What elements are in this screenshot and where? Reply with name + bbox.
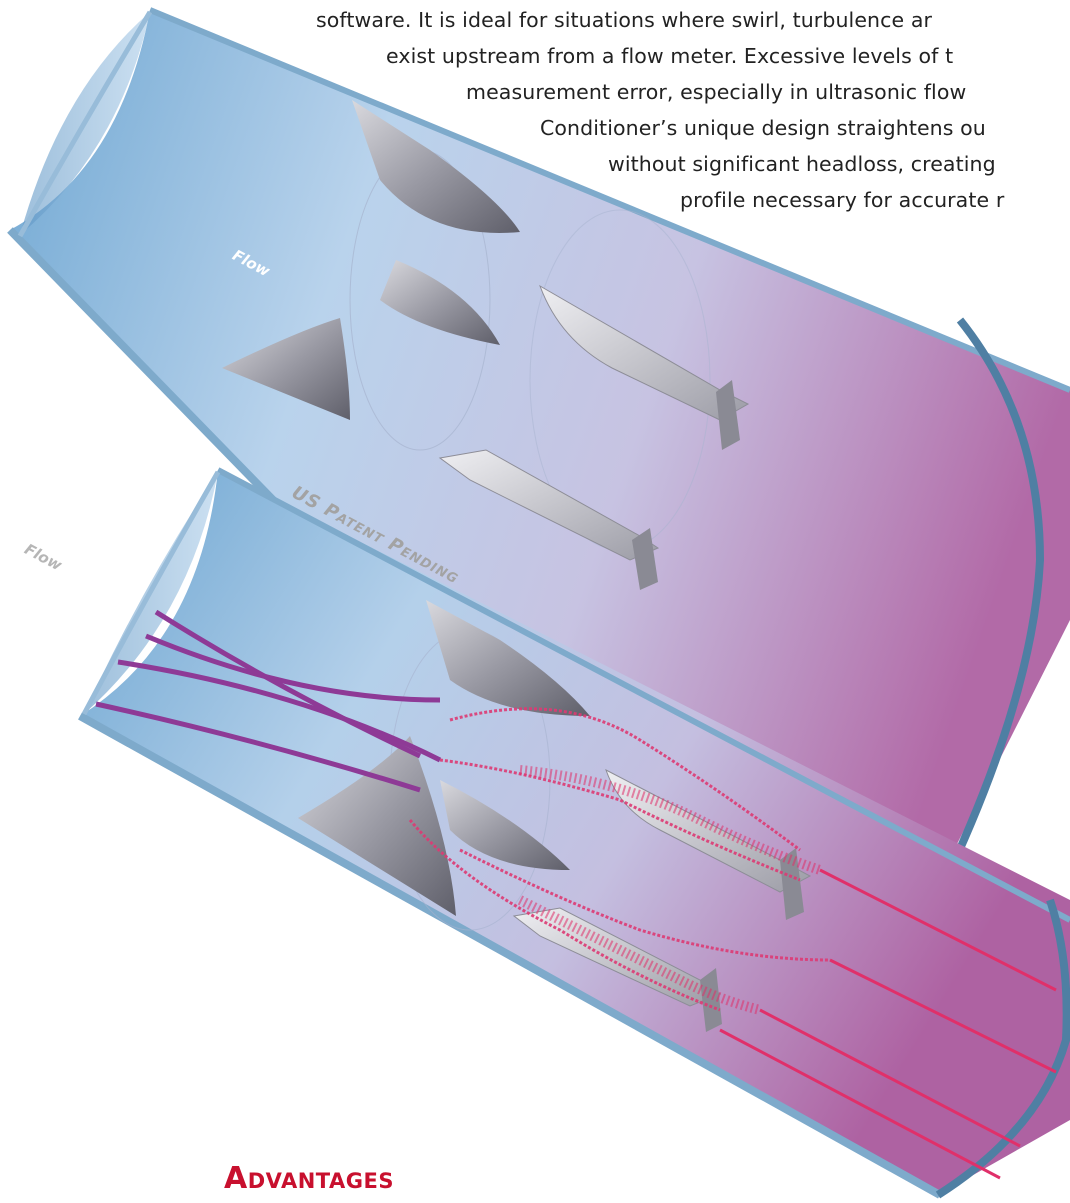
- advantages-heading: Advantages: [224, 1161, 394, 1196]
